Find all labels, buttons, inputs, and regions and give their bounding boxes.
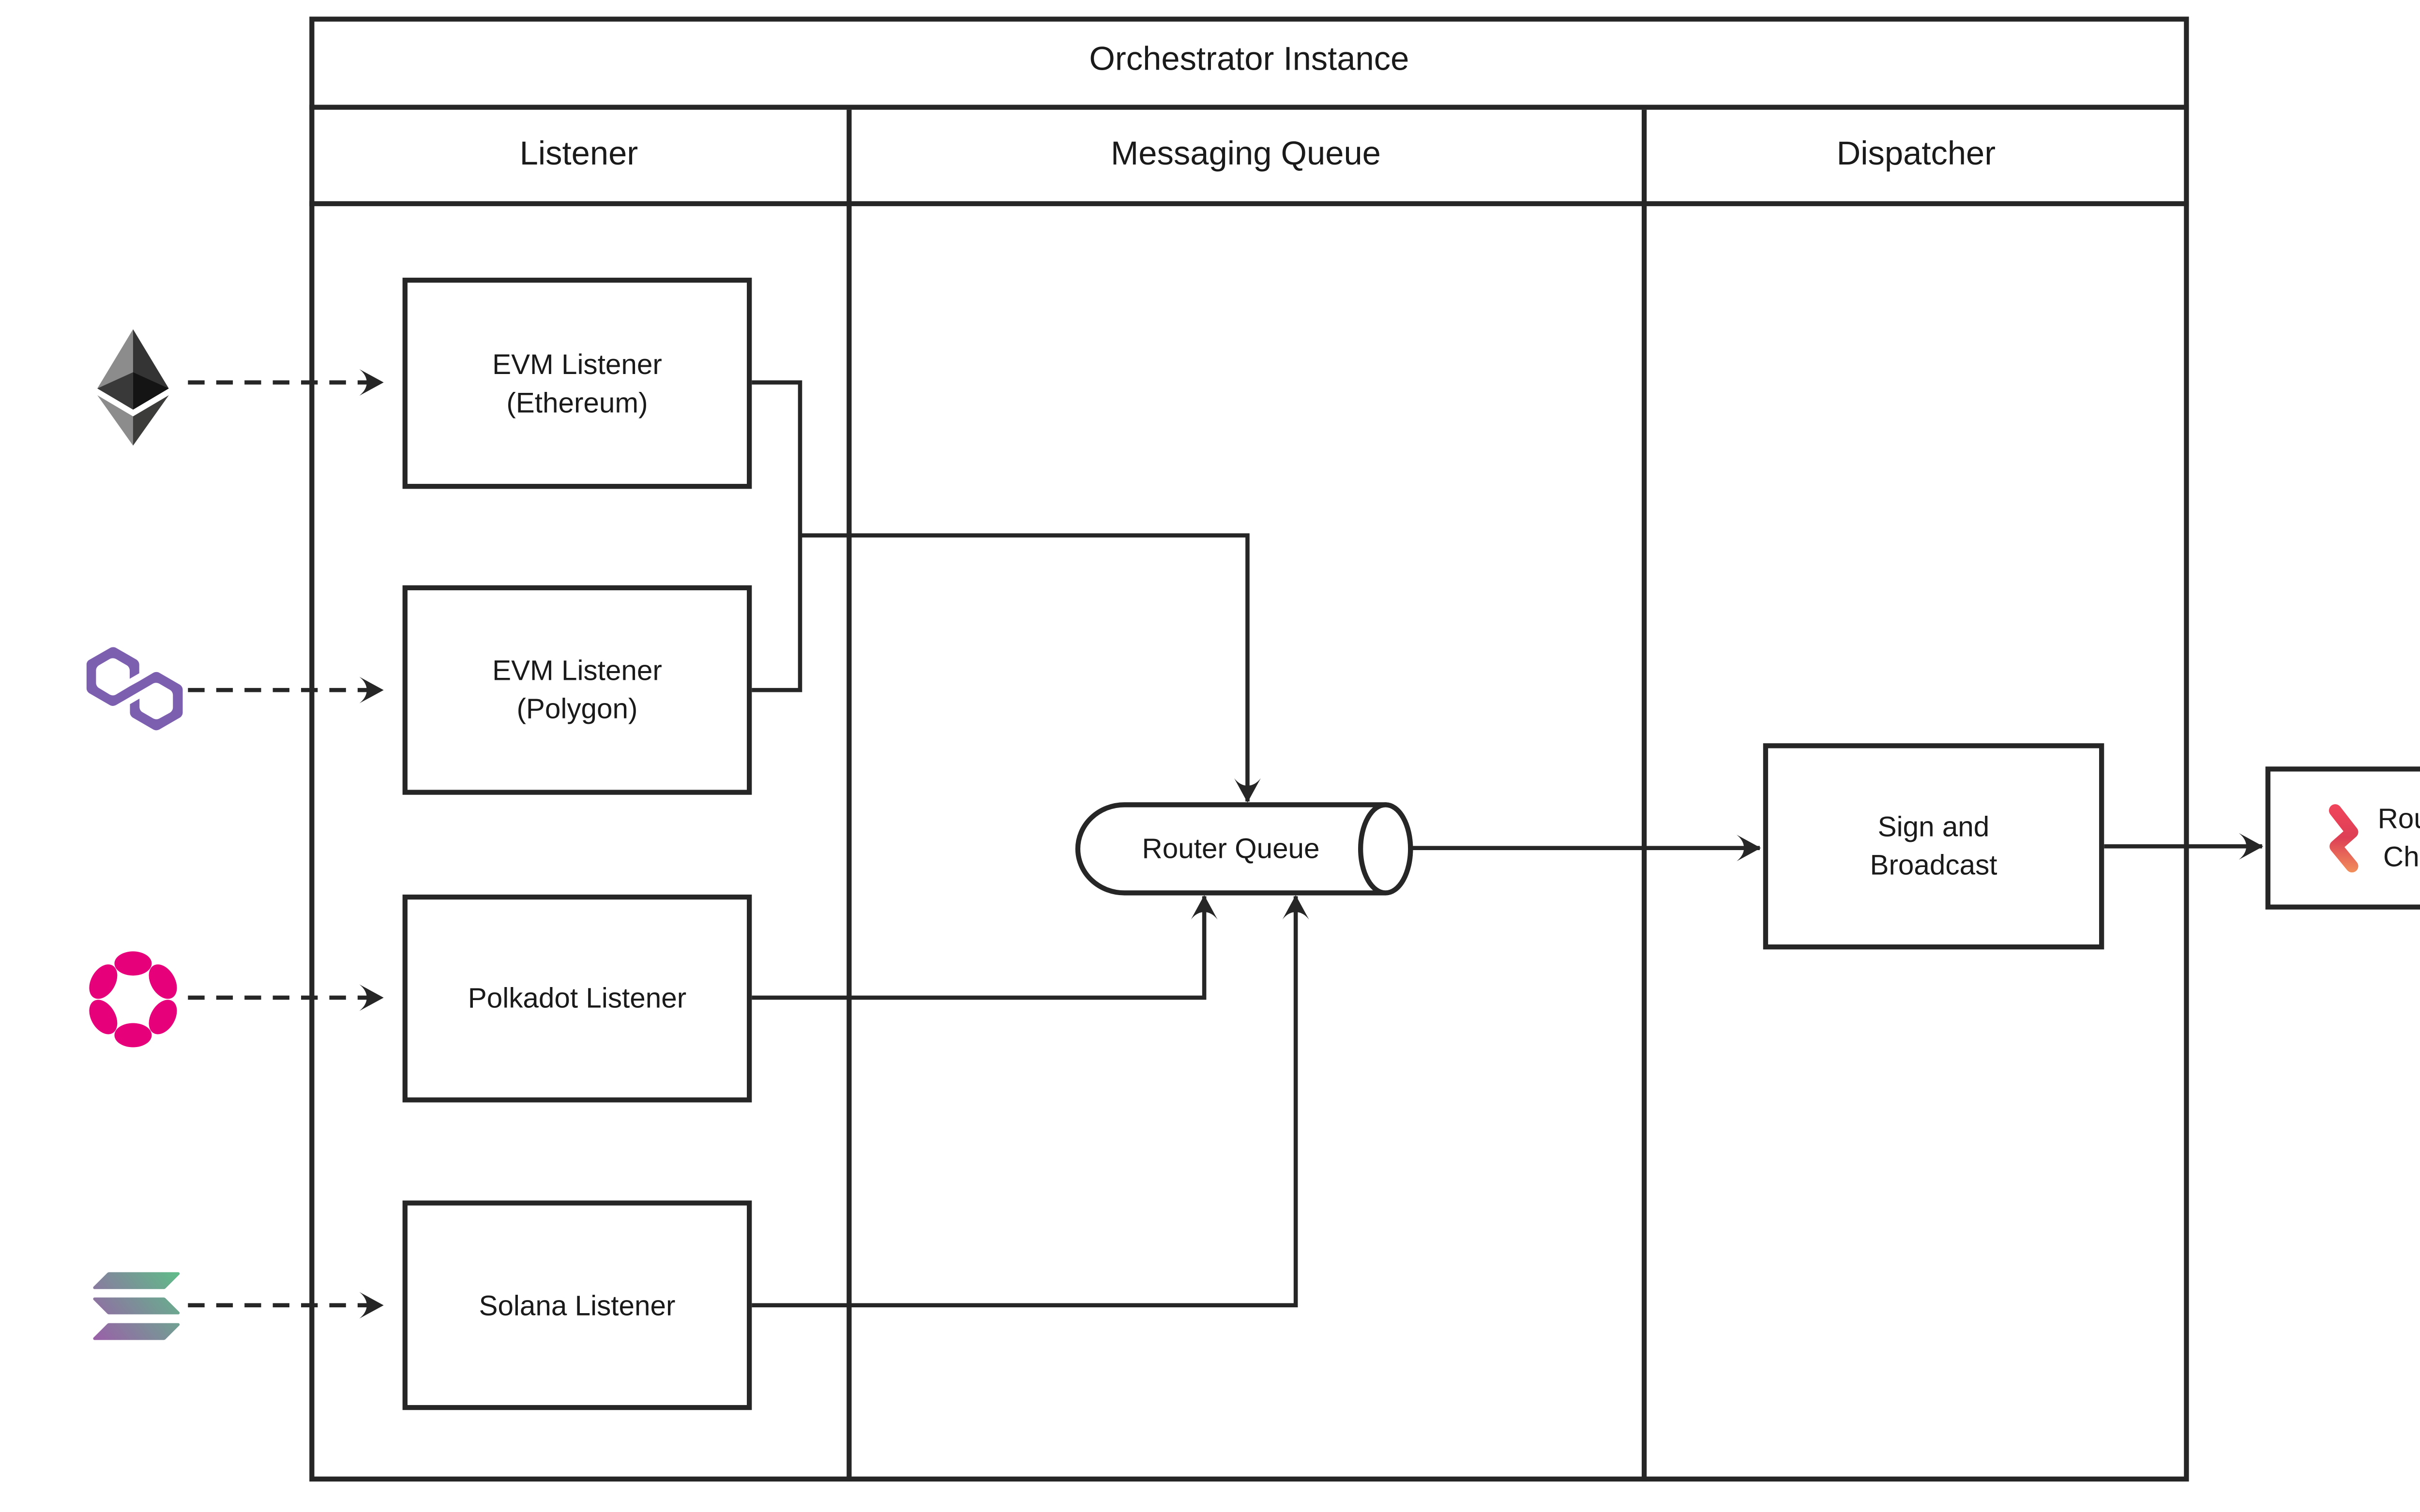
- router-chain-node: Router Chain: [2265, 766, 2420, 910]
- ethereum-icon: [97, 329, 169, 446]
- router-queue-label-box: Router Queue: [1081, 805, 1381, 893]
- router-chain-label: Router Chain: [2377, 803, 2420, 873]
- evm-ethereum-listener-node: EVM Listener (Ethereum): [402, 277, 752, 489]
- polkadot-icon: [89, 951, 177, 1048]
- lane-header-row: Listener Messaging Queue Dispatcher: [309, 110, 2189, 207]
- lane-header-dispatcher-label: Dispatcher: [1836, 136, 1996, 173]
- router-queue-label: Router Queue: [1142, 832, 1320, 864]
- lane-divider-listener-queue: [847, 109, 852, 1482]
- sign-and-broadcast-node: Sign and Broadcast: [1763, 743, 2104, 950]
- lane-divider-queue-dispatcher: [1641, 109, 1647, 1482]
- solana-listener-node: Solana Listener: [402, 1200, 752, 1410]
- polygon-icon: [86, 647, 183, 731]
- solana-icon: [93, 1272, 180, 1340]
- orchestrator-title: Orchestrator Instance: [1089, 41, 1409, 78]
- evm-polygon-listener-label: EVM Listener (Polygon): [492, 655, 662, 725]
- solana-listener-label: Solana Listener: [479, 1289, 676, 1321]
- router-chain-icon: [2329, 804, 2360, 873]
- orchestrator-frame: [309, 16, 2189, 1482]
- lane-header-messaging-queue: Messaging Queue: [848, 110, 1644, 201]
- sign-and-broadcast-label: Sign and Broadcast: [1870, 811, 1997, 882]
- lane-header-listener-label: Listener: [519, 136, 638, 173]
- evm-polygon-listener-node: EVM Listener (Polygon): [402, 585, 752, 795]
- lane-header-listener: Listener: [309, 110, 848, 201]
- lane-header-dispatcher: Dispatcher: [1643, 110, 2189, 201]
- polkadot-listener-label: Polkadot Listener: [468, 983, 687, 1015]
- evm-ethereum-listener-label: EVM Listener (Ethereum): [492, 348, 662, 419]
- polkadot-listener-node: Polkadot Listener: [402, 894, 752, 1103]
- lane-header-messaging-queue-label: Messaging Queue: [1111, 136, 1381, 173]
- orchestrator-title-row: Orchestrator Instance: [309, 16, 2189, 110]
